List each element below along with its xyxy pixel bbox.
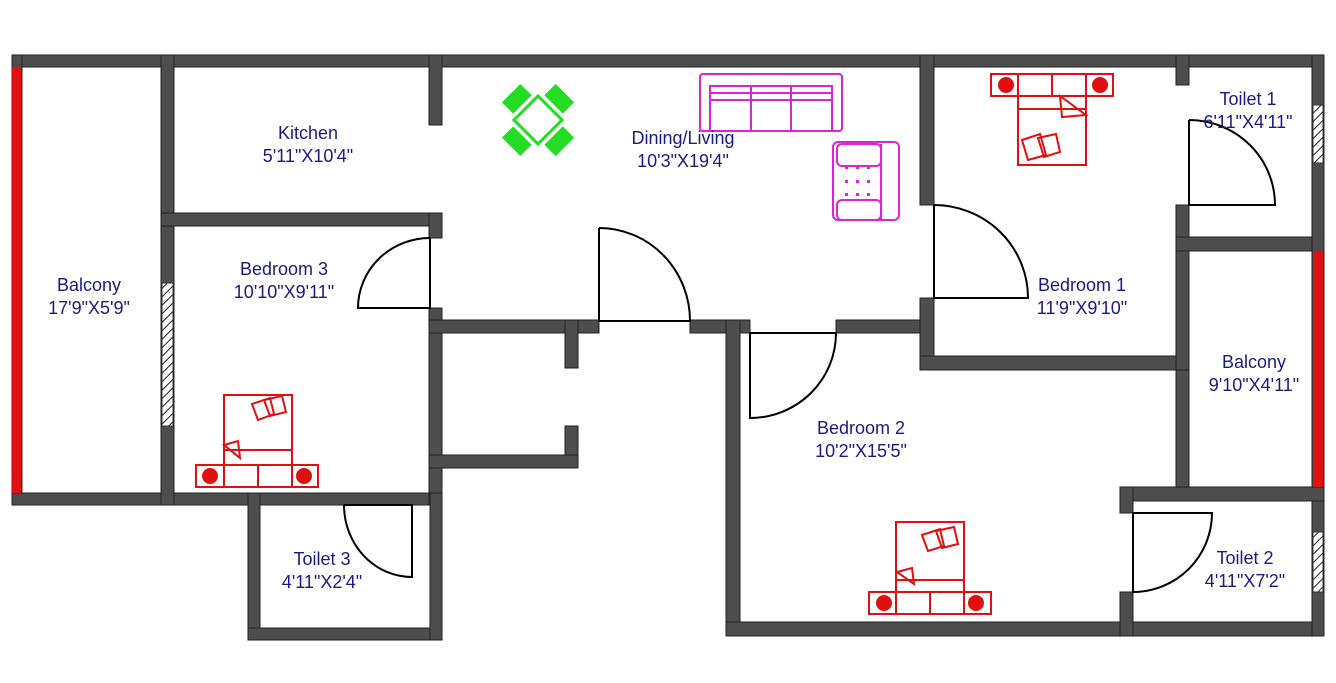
bed-icon-bedroom1: [990, 73, 1114, 166]
room-size: 10'3"X19'4": [637, 151, 729, 171]
room-size: 11'9"X9'10": [1036, 298, 1128, 318]
room-name: Balcony: [56, 275, 122, 295]
room-size: 6'11"X4'11": [1203, 112, 1293, 132]
room-name: Bedroom 2: [816, 418, 906, 438]
room-label-kitchen: Kitchen 5'11"X10'4": [263, 122, 353, 168]
room-label-toilet-1: Toilet 1 6'11"X4'11": [1203, 88, 1292, 134]
room-name: Balcony: [1221, 352, 1287, 372]
room-size: 10'2"X15'5": [815, 441, 907, 461]
walls: [11, 54, 1325, 641]
room-size: 5'11"X10'4": [262, 146, 354, 166]
room-name: Toilet 3: [293, 549, 351, 569]
room-label-bedroom-1: Bedroom 1 11'9"X9'10": [1037, 274, 1127, 320]
windows: [12, 67, 1324, 593]
room-label-balcony-left: Balcony 17'9"X5'9": [48, 274, 130, 320]
room-name: Kitchen: [277, 123, 339, 143]
bed-icon-bedroom2: [868, 521, 992, 615]
room-size: 17'9"X5'9": [48, 298, 130, 318]
room-label-bedroom-2: Bedroom 2 10'2"X15'5": [815, 417, 907, 463]
dining-table-icon: [501, 83, 575, 157]
room-label-balcony-right: Balcony 9'10"X4'11": [1209, 351, 1299, 397]
room-label-toilet-2: Toilet 2 4'11"X7'2": [1205, 547, 1285, 593]
armchair-icon: [832, 141, 900, 221]
sofa-icon: [699, 73, 843, 132]
room-name: Toilet 2: [1216, 548, 1274, 568]
room-name: Bedroom 1: [1037, 275, 1127, 295]
room-label-dining-living: Dining/Living 10'3"X19'4": [631, 127, 734, 173]
room-name: Dining/Living: [631, 128, 735, 148]
room-size: 9'10"X4'11": [1208, 375, 1300, 395]
room-label-bedroom-3: Bedroom 3 10'10"X9'11": [234, 258, 334, 304]
room-name: Bedroom 3: [239, 259, 329, 279]
room-label-toilet-3: Toilet 3 4'11"X2'4": [282, 548, 362, 594]
room-size: 10'10"X9'11": [233, 282, 335, 302]
bed-icon-bedroom3: [195, 394, 319, 488]
room-size: 4'11"X7'2": [1204, 571, 1286, 591]
room-size: 4'11"X2'4": [281, 572, 363, 592]
room-name: Toilet 1: [1219, 89, 1277, 109]
doors: [343, 119, 1277, 594]
